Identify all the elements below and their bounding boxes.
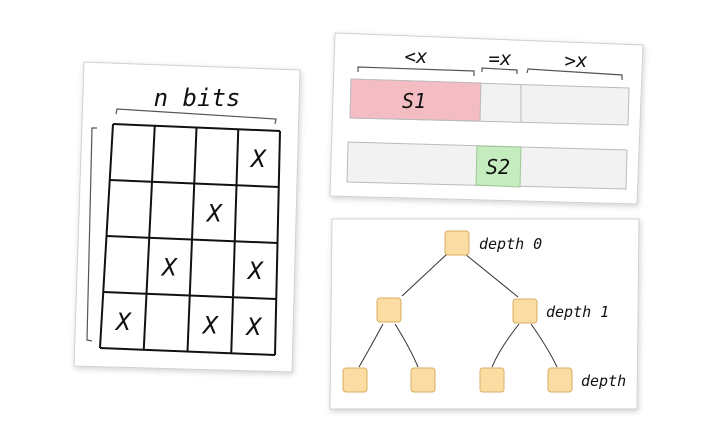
equal-brace	[481, 67, 518, 74]
grid-x-mark: X	[249, 145, 267, 173]
tree-node-depth1-right	[512, 298, 538, 324]
grid-x-mark: X	[205, 199, 223, 227]
greater-header: >x	[565, 50, 588, 72]
less-brace	[357, 66, 475, 76]
grid-col-line	[99, 123, 114, 349]
grid-x-mark: X	[246, 257, 264, 285]
grid-x-mark: X	[201, 311, 219, 339]
bit-grid-title: n bits	[154, 84, 241, 112]
s1-segment	[349, 78, 482, 122]
partition-card: <x =x >x S1 S2	[329, 32, 644, 205]
grid-x-mark: X	[160, 254, 178, 282]
bit-grid-side-brace	[86, 127, 97, 342]
tree-card-bg	[329, 218, 640, 410]
tree-node-leaf-3	[479, 367, 505, 393]
s2-segment	[475, 145, 522, 188]
grid-x-mark: X	[245, 313, 263, 341]
depth0-label: depth 0	[479, 235, 542, 253]
grid-col-line	[186, 127, 198, 352]
tree-node-leaf-1	[342, 367, 368, 393]
tree-card: depth 0 depth 1 depth	[329, 218, 640, 410]
bit-grid-lines	[99, 123, 281, 356]
depth1-label: depth 1	[546, 303, 609, 321]
s1-label: S1	[402, 89, 426, 113]
depth2-label: depth	[581, 372, 626, 390]
grid-col-line	[230, 129, 240, 354]
grid-x-mark: X	[114, 308, 132, 336]
greater-brace	[526, 68, 623, 80]
bit-grid-card-bg	[73, 61, 301, 373]
s2-label: S2	[486, 155, 510, 179]
less-header: <x	[405, 46, 428, 68]
equal-header: =x	[489, 48, 512, 70]
tree-node-root	[444, 230, 470, 256]
grid-col-line	[274, 130, 281, 356]
bit-grid-top-brace	[115, 108, 277, 125]
tree-node-depth1-left	[376, 297, 402, 323]
grid-col-line	[142, 125, 156, 350]
tree-node-leaf-4	[547, 367, 573, 393]
tree-edges	[358, 253, 558, 368]
tree-node-leaf-2	[410, 367, 436, 393]
